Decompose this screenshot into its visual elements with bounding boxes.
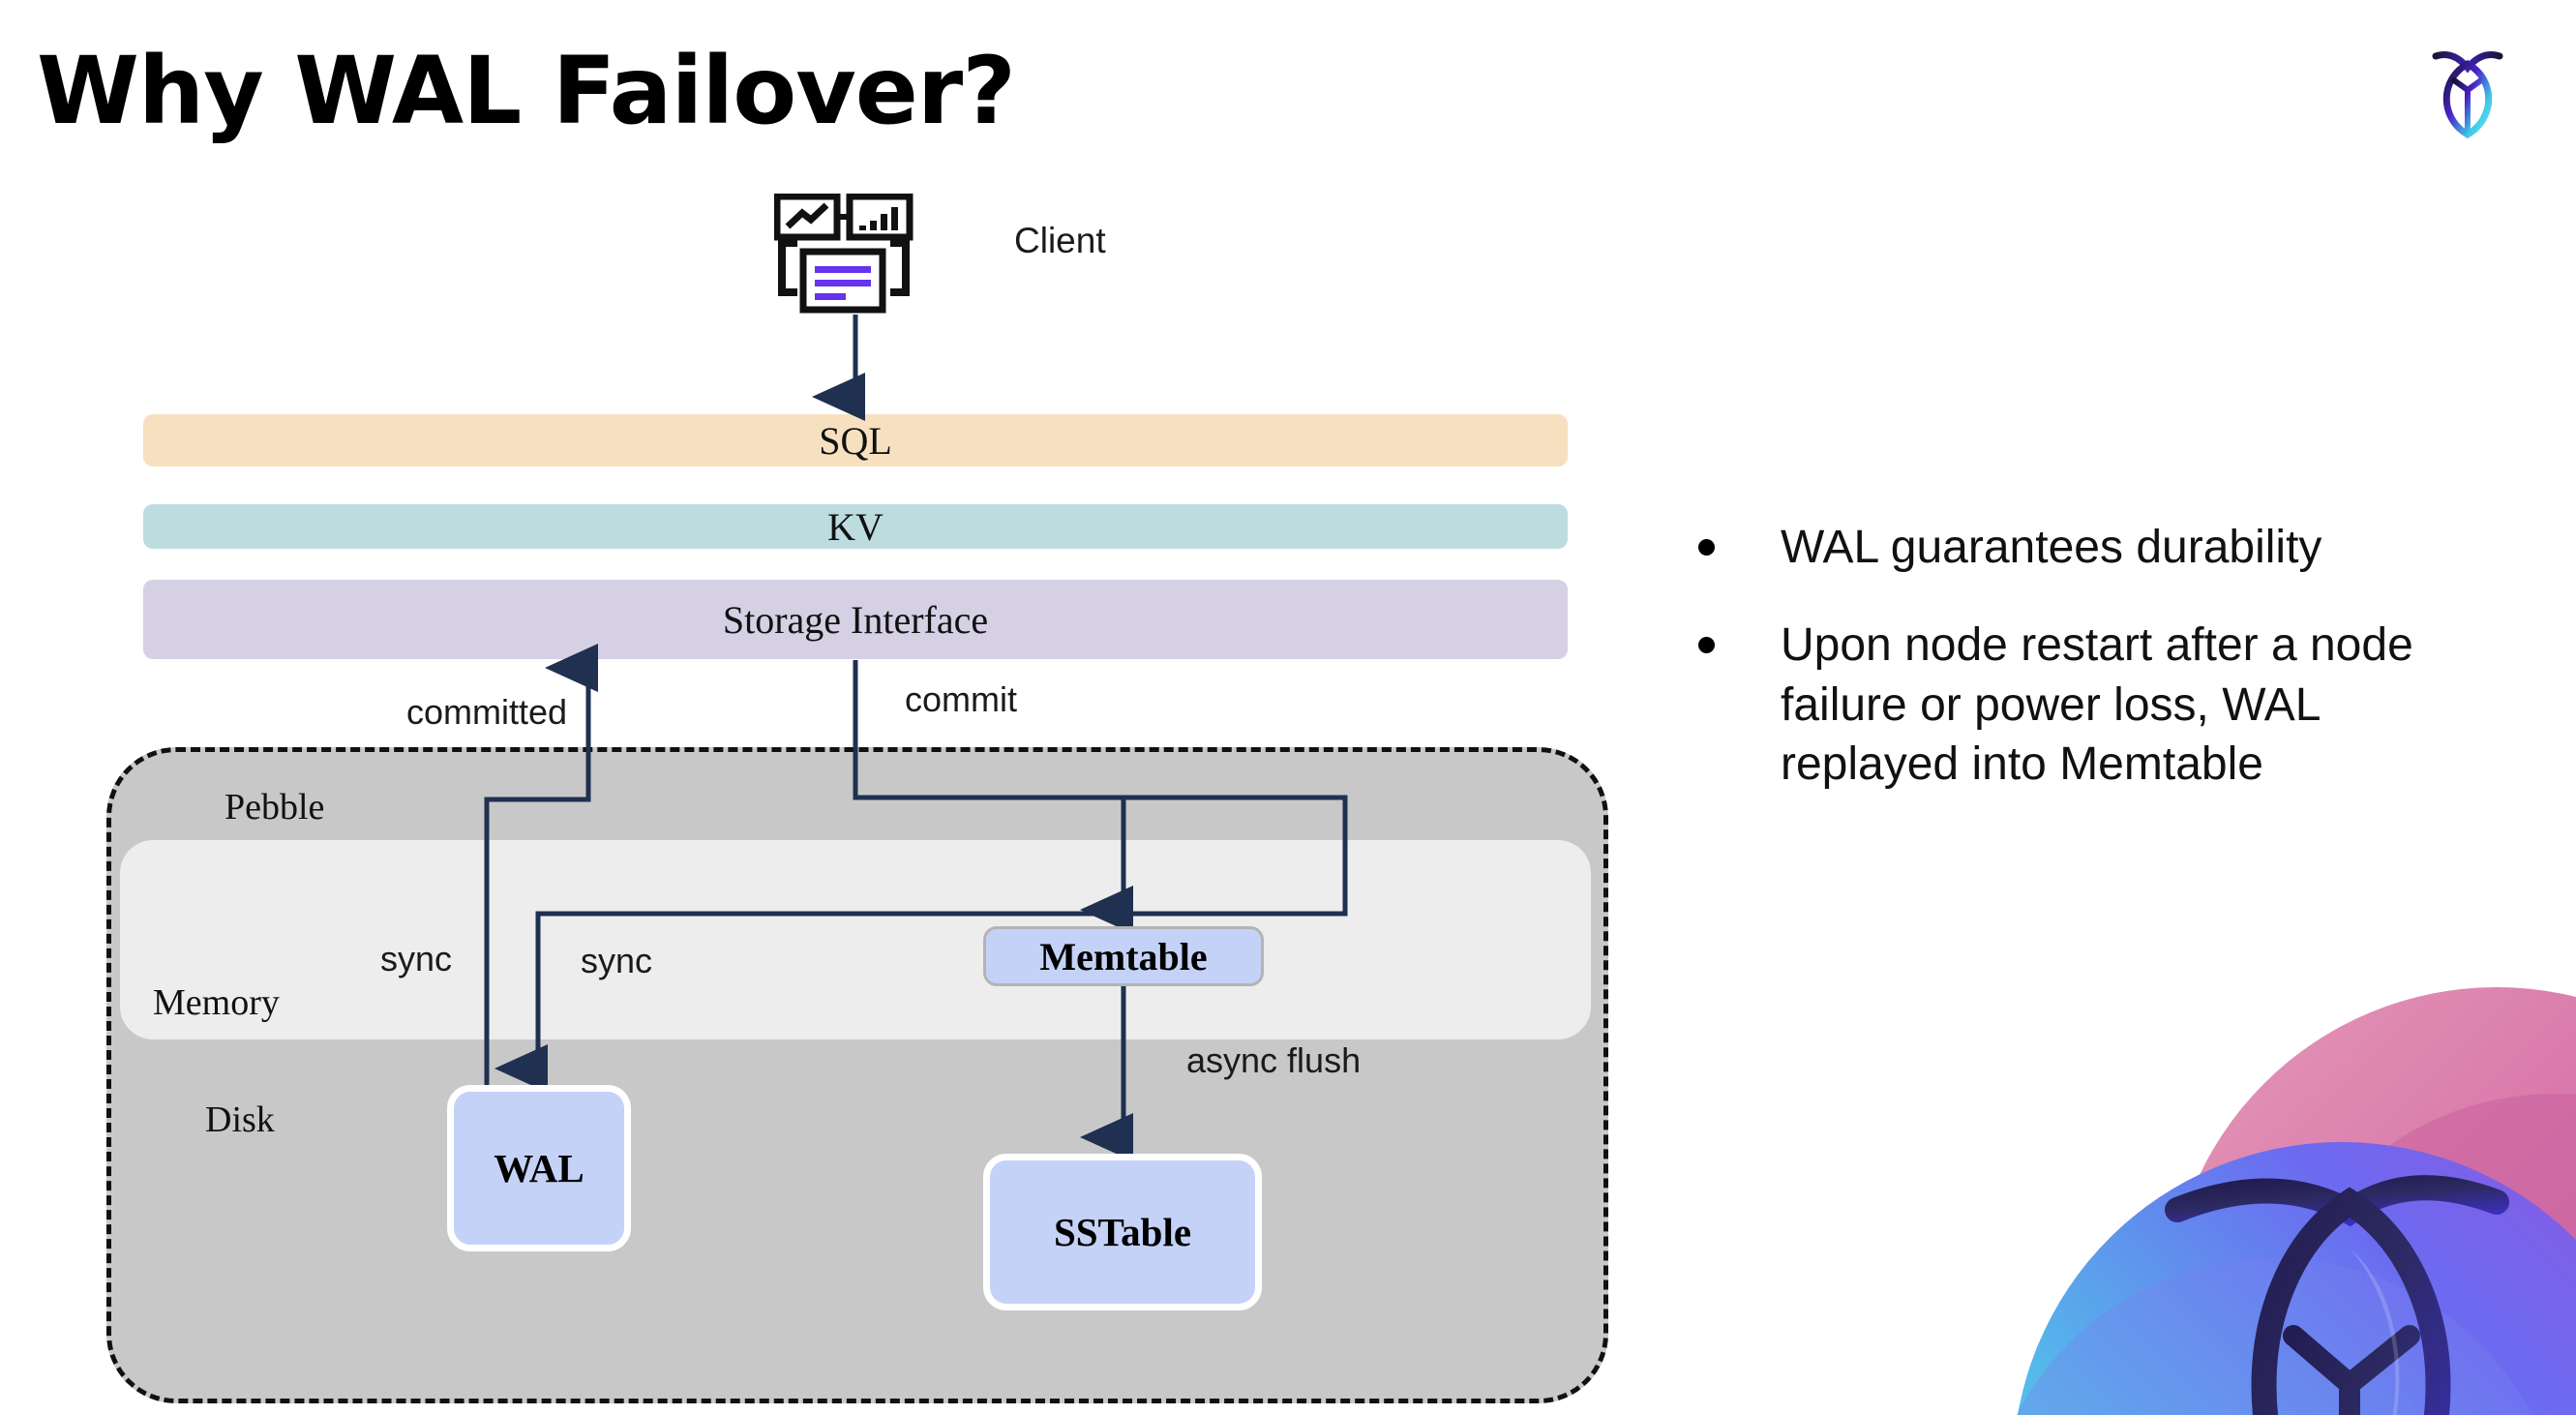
node-memtable: Memtable — [983, 926, 1264, 986]
edge-label-sync-left: sync — [380, 939, 453, 978]
node-wal-label: WAL — [494, 1146, 584, 1190]
page-title: Why WAL Failover? — [37, 37, 1016, 145]
list-item: Upon node restart after a node failure o… — [1698, 616, 2492, 794]
disk-label: Disk — [205, 1099, 275, 1140]
edge-label-sync-right: sync — [581, 941, 653, 980]
list-item: WAL guarantees durability — [1698, 518, 2492, 577]
layer-bar-sql: SQL — [143, 414, 1568, 467]
node-sstable-label: SSTable — [1053, 1210, 1192, 1254]
decorative-brand-artwork — [1955, 929, 2576, 1415]
bullet-dot-icon — [1698, 539, 1715, 556]
layer-bar-storage-interface-label: Storage Interface — [722, 597, 989, 642]
memory-region — [120, 840, 1591, 1039]
node-sstable: SSTable — [983, 1154, 1262, 1310]
layer-bar-storage-interface: Storage Interface — [143, 580, 1568, 659]
edge-label-committed: committed — [406, 692, 568, 732]
client-dashboard-icon — [773, 193, 929, 315]
client-label: Client — [1014, 221, 1106, 260]
bullet-list: WAL guarantees durability Upon node rest… — [1698, 518, 2492, 833]
bullet-dot-icon — [1698, 637, 1715, 654]
layer-bar-sql-label: SQL — [819, 418, 892, 463]
node-memtable-label: Memtable — [1039, 934, 1208, 978]
edge-label-commit: commit — [905, 679, 1017, 719]
pebble-label: Pebble — [225, 787, 325, 828]
edge-label-async-flush: async flush — [1186, 1040, 1362, 1080]
node-wal: WAL — [447, 1085, 631, 1251]
layer-bar-kv-label: KV — [827, 504, 884, 549]
memory-label: Memory — [153, 982, 280, 1023]
layer-bar-kv: KV — [143, 504, 1568, 549]
bullet-text: WAL guarantees durability — [1781, 522, 2322, 573]
bullet-text: Upon node restart after a node failure o… — [1781, 619, 2413, 791]
cockroachdb-logo-icon — [2414, 37, 2521, 143]
